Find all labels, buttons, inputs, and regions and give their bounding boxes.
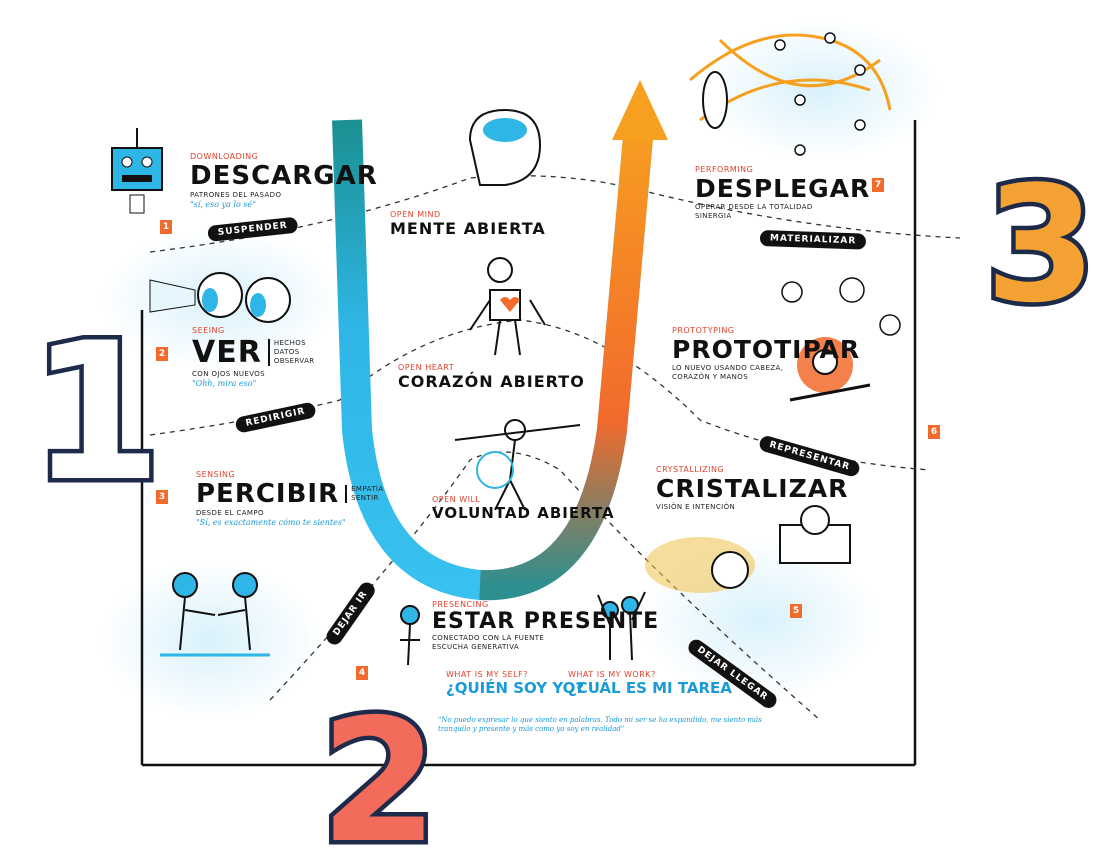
stage-number-badge: 5 — [790, 604, 802, 618]
stage-en-label: PROTOTYPING — [672, 326, 735, 335]
center-title: MENTE ABIERTA — [390, 219, 546, 238]
stage-side-note: HECHOS DATOS OBSERVAR — [267, 339, 324, 366]
question-es: ¿CUÁL ES MI TAREA — [568, 679, 732, 697]
stage-title: CRISTALIZAR — [656, 474, 849, 503]
question-en: WHAT IS MY WORK? — [568, 670, 656, 679]
center-en-label: OPEN MIND — [390, 210, 441, 219]
stage-en-label: CRYSTALLIZING — [656, 465, 725, 474]
center-mente-abierta: OPEN MIND MENTE ABIERTA — [390, 210, 546, 238]
stage-subtitle: VISIÓN E INTENCIÓN — [656, 503, 736, 511]
center-corazon-abierto: OPEN HEART CORAZÓN ABIERTO — [398, 363, 585, 391]
big-number-3: 3 — [985, 151, 1096, 338]
stage-title: PROTOTIPAR — [672, 335, 861, 364]
stage-quote: "sí, eso ya lo sé" — [190, 200, 256, 209]
stage-number-badge: 6 — [928, 425, 940, 439]
stage-quote: "Sí, es exactamente cómo te sientes" — [196, 518, 346, 527]
stage-title: DESPLEGAR — [695, 174, 871, 203]
question-work: WHAT IS MY WORK? ¿CUÁL ES MI TAREA — [568, 670, 732, 697]
robot-sketch — [111, 128, 163, 214]
stage-title: VER — [192, 335, 262, 370]
big-number-2: 2 — [320, 683, 438, 851]
performing-network-sketch — [689, 32, 892, 156]
stage-subtitle: PATRONES DEL PASADO — [190, 191, 282, 199]
stage-subtitle: CONECTADO CON LA FUENTE ESCUCHA GENERATI… — [432, 634, 545, 651]
stage-number-badge: 2 — [156, 347, 168, 361]
stage-subtitle: OPERAR DESDE LA TOTALIDAD SINERGIA — [695, 203, 813, 220]
question-es: ¿QUIÉN SOY YO? — [446, 679, 585, 697]
stage-prototipar: PROTOTYPING PROTOTIPAR LO NUEVO USANDO C… — [672, 326, 860, 382]
prototype-sketch — [781, 277, 901, 402]
wash-right-top — [700, 20, 940, 160]
stage-estar-presente: PRESENCING ESTAR PRESENTE CONECTADO CON … — [432, 600, 659, 652]
stage-percibir: SENSING PERCIBIR EMPATÍA SENTIR DESDE EL… — [196, 470, 399, 527]
stage-subtitle: LO NUEVO USANDO CABEZA, CORAZÓN Y MANOS — [672, 364, 784, 381]
stage-title: ESTAR PRESENTE — [432, 609, 660, 634]
big-number-1: 1 — [30, 302, 162, 523]
stage-side-note: EMPATÍA SENTIR — [345, 485, 399, 503]
stage-desplegar: PERFORMING DESPLEGAR OPERAR DESDE LA TOT… — [695, 165, 870, 221]
stage-cristalizar: CRYSTALLIZING CRISTALIZAR VISIÓN E INTEN… — [656, 465, 848, 512]
center-en-label: OPEN HEART — [398, 363, 455, 372]
heart-person-sketch — [469, 257, 546, 356]
open-arms-sketch — [454, 419, 581, 511]
question-en: WHAT IS MY SELF? — [446, 670, 528, 679]
two-people-sketch — [160, 572, 270, 657]
stage-number-badge: 4 — [356, 666, 368, 680]
u-curve-right — [479, 113, 655, 601]
stage-en-label: SENSING — [196, 470, 236, 479]
stage-en-label: PERFORMING — [695, 165, 754, 174]
stage-en-label: PRESENCING — [432, 600, 489, 609]
stage-en-label: DOWNLOADING — [190, 152, 259, 161]
question-self: WHAT IS MY SELF? ¿QUIÉN SOY YO? — [446, 670, 584, 697]
wash-left-bottom — [100, 560, 320, 720]
stage-title: PERCIBIR — [196, 479, 340, 509]
presencing-people-sketch — [400, 591, 646, 666]
stage-subtitle: CON OJOS NUEVOS — [192, 370, 266, 378]
footnote-quote: "No puedo expresar lo que siento en pala… — [438, 716, 762, 733]
stage-title: DESCARGAR — [190, 161, 378, 191]
center-voluntad-abierta: OPEN WILL VOLUNTAD ABIERTA — [432, 495, 615, 522]
u-arrow-head — [612, 80, 668, 140]
center-title: CORAZÓN ABIERTO — [398, 372, 585, 391]
head-sketch — [468, 108, 542, 186]
stage-quote: "Ohh, mira eso" — [192, 379, 257, 388]
stage-number-badge: 7 — [872, 178, 884, 192]
center-en-label: OPEN WILL — [432, 495, 481, 504]
center-title: VOLUNTAD ABIERTA — [432, 504, 615, 522]
stage-number-badge: 3 — [156, 490, 168, 504]
binoculars-sketch — [149, 272, 291, 323]
crystallizing-sketch — [645, 505, 851, 593]
stage-descargar: DOWNLOADING DESCARGAR PATRONES DEL PASAD… — [190, 152, 378, 209]
stage-number-badge: 1 — [160, 220, 172, 234]
stage-subtitle: DESDE EL CAMPO — [196, 509, 264, 517]
stage-en-label: SEEING — [192, 326, 225, 335]
stage-ver: SEEING VER HECHOS DATOS OBSERVAR CON OJO… — [192, 326, 324, 388]
